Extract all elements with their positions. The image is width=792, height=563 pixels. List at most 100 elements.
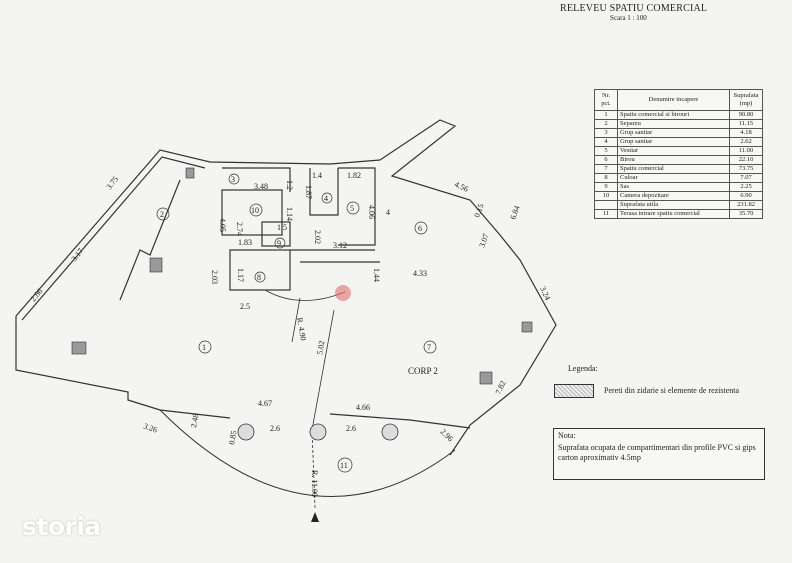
dim-1-44: 1.44 xyxy=(372,268,381,282)
room-label-5: 5 xyxy=(350,204,354,213)
note-text: Suprafata ocupata de compartimentari din… xyxy=(558,443,756,462)
dim-1-83: 1.83 xyxy=(238,238,252,247)
header-area: Suprafata (mp) xyxy=(729,89,763,111)
dim-3-26: 3.26 xyxy=(142,421,158,434)
entrance-arrow-icon xyxy=(311,512,319,522)
legend-text: Pereti din zidarie si elemente de rezist… xyxy=(604,386,740,395)
dim-2-6-left: 2.6 xyxy=(270,424,280,433)
dim-4-66: 4.66 xyxy=(356,403,370,412)
dim-6-84: 6.84 xyxy=(508,204,521,220)
terrace-arc xyxy=(159,409,456,497)
room-2-wall xyxy=(119,179,181,301)
room-label-3: 3 xyxy=(231,175,235,184)
dim-3-75: 3.75 xyxy=(104,175,120,192)
legend-swatch xyxy=(554,384,594,398)
storia-logo: storia xyxy=(22,512,101,541)
dim-2-74: 2.74 xyxy=(235,222,244,236)
plan-scale: Scara 1 : 100 xyxy=(610,14,647,22)
dim-r-4-90: R. 4.90 xyxy=(295,317,308,342)
room-label-2: 2 xyxy=(160,210,164,219)
dim-7-82: 7.82 xyxy=(494,379,508,395)
wall-block-3 xyxy=(479,371,493,385)
dim-4: 4 xyxy=(386,208,390,217)
dim-4-33: 4.33 xyxy=(413,269,427,278)
dim-2-86: 2.86 xyxy=(29,287,45,304)
dim-1-17: 1.17 xyxy=(236,268,245,282)
column-1 xyxy=(237,423,255,441)
room-label-4: 4 xyxy=(324,194,328,203)
room-label-8: 8 xyxy=(257,273,261,282)
dim-3-48: 3.48 xyxy=(254,182,268,191)
dim-2-6-right: 2.6 xyxy=(346,424,356,433)
dim-2-02: 2.02 xyxy=(313,230,322,244)
wall-bottom-right xyxy=(329,413,471,429)
room-5-walls xyxy=(338,167,376,246)
dim-2-5: 2.5 xyxy=(240,302,250,311)
radius-line-1 xyxy=(291,297,301,343)
corridor-walls xyxy=(290,249,380,263)
dim-4-67: 4.67 xyxy=(258,399,272,408)
room-label-9: 9 xyxy=(277,239,281,248)
dim-2-48: 2.48 xyxy=(189,413,200,428)
dim-1-4: 1.4 xyxy=(312,171,322,180)
dim-0-85: 0.85 xyxy=(227,430,238,445)
legend-title: Legenda: xyxy=(568,364,598,373)
dim-5-02: 5.02 xyxy=(315,340,326,355)
radius-line-3 xyxy=(311,429,316,509)
dim-1-14: 1.14 xyxy=(285,207,294,221)
wall-block-2 xyxy=(71,341,87,355)
wall-outer-left-inner xyxy=(21,156,206,321)
dim-4-06: 4.06 xyxy=(367,205,376,219)
dim-1-87: 1.87 xyxy=(304,185,313,199)
corp-label: CORP 2 xyxy=(408,366,438,376)
dim-1-2: 1.2 xyxy=(285,180,294,190)
dim-2-03: 2.03 xyxy=(210,270,219,284)
dim-4-56: 4.56 xyxy=(453,180,469,194)
wall-bottom-left xyxy=(15,316,231,419)
watermark-dot xyxy=(335,285,351,301)
wall-block-5 xyxy=(185,167,195,179)
wall-outer-left xyxy=(15,119,557,456)
note-box: Nota: Suprafata ocupata de compartimenta… xyxy=(553,428,765,480)
radius-line-2 xyxy=(311,309,335,431)
wall-block-4 xyxy=(521,321,533,333)
header-nr: Nr. pct. xyxy=(594,89,618,111)
door-arc xyxy=(264,289,346,301)
table-header-row: Nr. pct. Denumire incapere Suprafata (mp… xyxy=(594,89,763,111)
plan-title: RELEVEU SPATIU COMERCIAL xyxy=(560,3,708,14)
header-name: Denumire incapere xyxy=(617,89,730,111)
dim-4-05: 4.05 xyxy=(218,218,227,232)
room-3-walls xyxy=(222,167,291,192)
note-title: Nota: xyxy=(558,431,576,440)
dim-1-5: 1.5 xyxy=(277,223,287,232)
room-label-1: 1 xyxy=(202,343,206,352)
dim-3-24: 3.24 xyxy=(538,285,552,301)
room-8-walls xyxy=(229,249,291,291)
room-label-10: 10 xyxy=(251,206,259,215)
room-4-walls xyxy=(309,168,339,216)
column-2 xyxy=(309,423,327,441)
room-label-6: 6 xyxy=(418,224,422,233)
room-label-7: 7 xyxy=(427,343,431,352)
column-3 xyxy=(381,423,399,441)
room-label-11: 11 xyxy=(340,461,348,470)
wall-block-1 xyxy=(149,257,163,273)
dim-3-12: 3.12 xyxy=(333,241,347,250)
rooms-table: Nr. pct. Denumire incapere Suprafata (mp… xyxy=(594,89,763,219)
dim-3-07: 3.07 xyxy=(477,232,490,248)
dim-0-15: 0.15 xyxy=(472,202,485,218)
dim-1-82: 1.82 xyxy=(347,171,361,180)
